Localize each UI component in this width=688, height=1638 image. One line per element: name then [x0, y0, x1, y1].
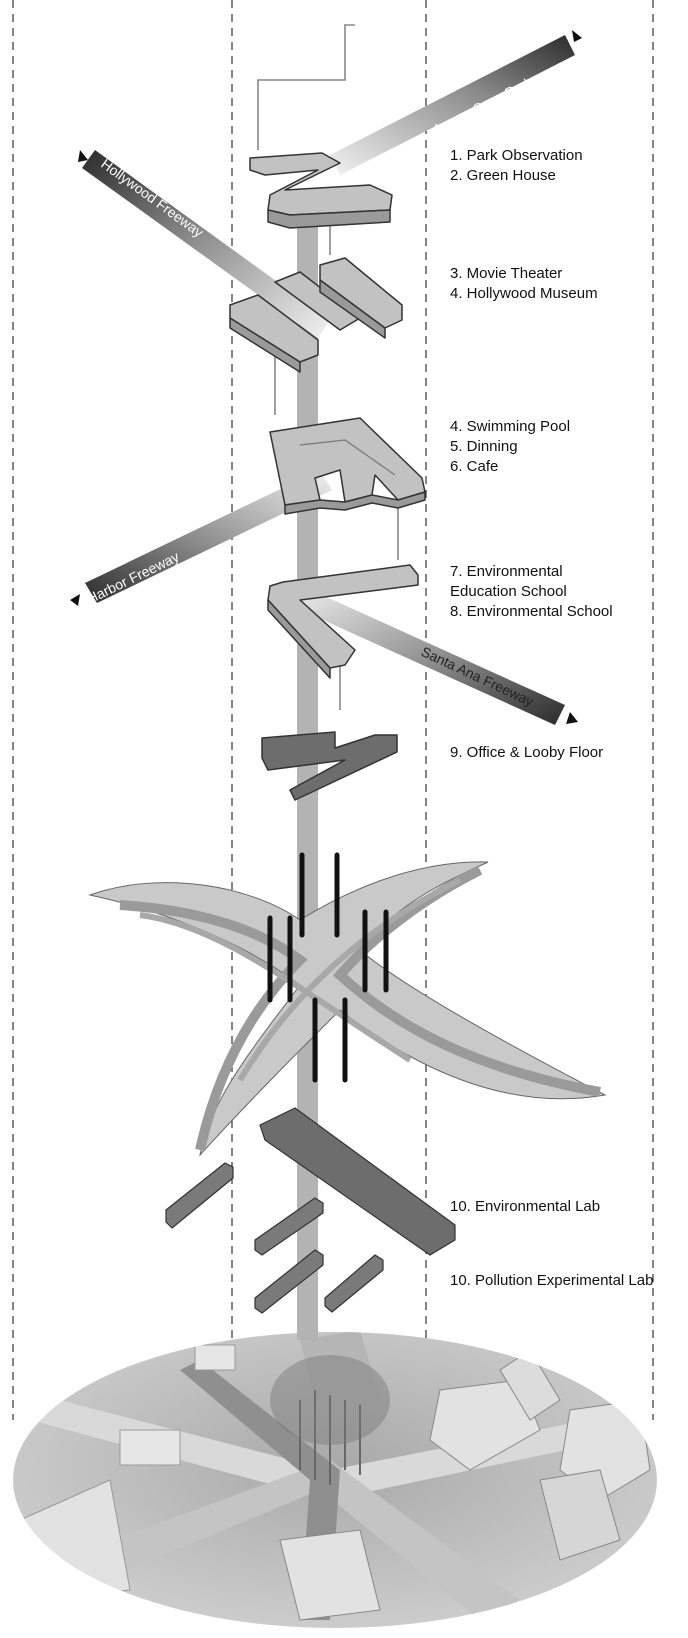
program-label: 9. Office & Looby Floor: [450, 744, 604, 761]
lab-bar-small-3: [254, 1249, 324, 1314]
program-label-group: 4. Swimming Pool 5. Dinning 6. Cafe: [450, 417, 570, 477]
lab-bar-small-2: [254, 1197, 324, 1256]
program-label: 5. Dinning: [450, 438, 518, 455]
program-label-group: 10. Environmental Lab: [450, 1197, 600, 1217]
program-label: 8. Environmental School: [450, 603, 613, 620]
interchange-columns: [267, 852, 389, 1083]
harbor-ramp: [85, 470, 332, 603]
program-label: 1. Park Observation: [450, 147, 583, 164]
program-label: 7. Environmental: [450, 563, 563, 580]
lab-bar-small-4: [324, 1254, 384, 1313]
site-model: [13, 1332, 657, 1628]
lab-blocks: [165, 1107, 456, 1314]
letter-n-block: [249, 152, 393, 229]
program-label-group: 3. Movie Theater 4. Hollywood Museum: [450, 264, 598, 304]
program-label: 10. Pollution Experimental Lab: [450, 1272, 654, 1289]
letter-l-block: [267, 564, 419, 679]
santa-ana-ramp: [290, 585, 565, 725]
program-label: 10. Environmental Lab: [450, 1198, 601, 1215]
harbor-arrow-icon: [70, 594, 80, 606]
hollywood-ramp: [82, 150, 330, 338]
program-label-group: 9. Office & Looby Floor: [450, 743, 603, 763]
program-label: 2. Green House: [450, 167, 556, 184]
santa-ana-freeway-label: Santa Ana Freeway: [419, 643, 537, 709]
santa-ana-arrow-icon: [566, 712, 578, 724]
program-label-group: 7. Environmental Education School 8. Env…: [450, 562, 613, 622]
program-label: 4. Swimming Pool: [450, 418, 571, 435]
lab-bar-small-1: [165, 1162, 234, 1229]
letter-e-block: [229, 257, 403, 373]
program-label: 6. Cafe: [450, 458, 499, 475]
letter-m-block: [269, 417, 426, 515]
letter-v-block: [261, 731, 398, 801]
freeway-ramps: [70, 30, 582, 725]
hollywood-arrow-icon: [78, 150, 88, 162]
program-label-group: 10. Pollution Experimental Lab: [450, 1271, 653, 1291]
arroyo-seco-ramp: [330, 35, 575, 175]
arroyo-arrow-icon: [572, 30, 582, 42]
program-label: Education School: [450, 583, 567, 600]
program-label: 4. Hollywood Museum: [450, 285, 598, 302]
environmental-lab-bar: [259, 1107, 456, 1256]
program-label-group: 1. Park Observation 2. Green House: [450, 146, 583, 186]
program-label: 3. Movie Theater: [450, 265, 563, 282]
hollywood-freeway-label: Hollywood Freeway: [98, 155, 206, 240]
